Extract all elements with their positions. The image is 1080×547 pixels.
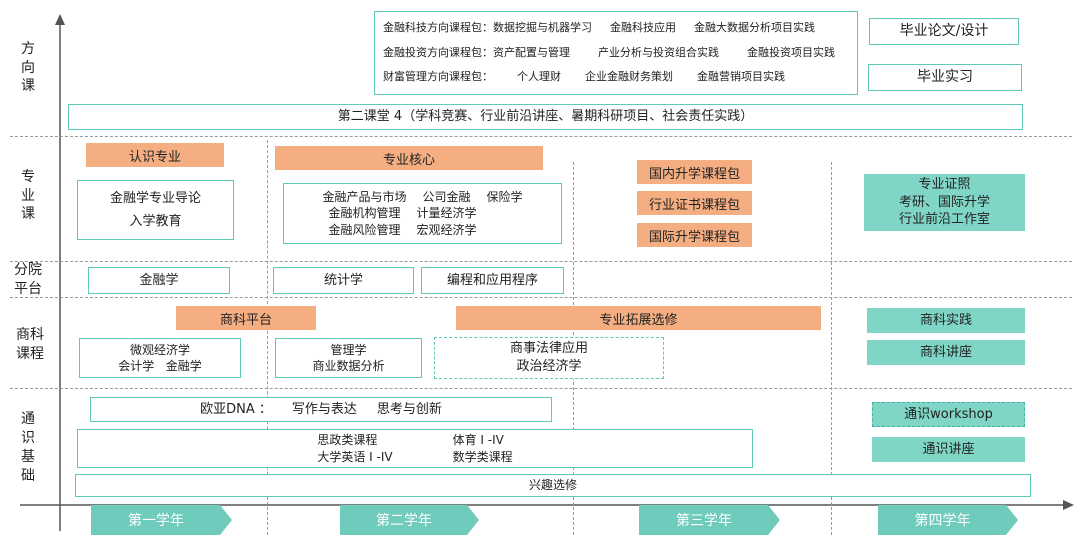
x-axis-arrow — [1063, 500, 1074, 510]
y-axis-arrow — [55, 14, 65, 25]
intro-header: 认识专业 — [86, 143, 224, 167]
intro-box: 金融学专业导论入学教育 — [77, 180, 234, 240]
row-label-direction: 方向课 — [21, 40, 35, 95]
divider-business-general — [10, 388, 1072, 389]
package-certificate: 行业证书课程包 — [637, 191, 752, 215]
interest-elective-box: 兴趣选修 — [75, 474, 1031, 497]
divider-year1-year2 — [267, 140, 268, 535]
second-classroom-box: 第二课堂 4（学科竞赛、行业前沿讲座、暑期科研项目、社会责任实践） — [68, 104, 1023, 130]
row-label-general: 通识基础 — [21, 411, 35, 484]
elective-box: 商事法律应用政治经济学 — [434, 337, 664, 379]
thesis-box: 毕业论文/设计 — [869, 18, 1019, 45]
general-workshop: 通识workshop — [872, 402, 1025, 427]
platform-programming: 编程和应用程序 — [421, 267, 564, 294]
year-arrows — [91, 505, 1018, 535]
package-international: 国际升学课程包 — [637, 223, 752, 247]
year-arrow-1 — [91, 505, 232, 535]
general-lecture: 通识讲座 — [872, 437, 1025, 462]
year-arrow-2 — [340, 505, 479, 535]
platform-finance: 金融学 — [88, 267, 230, 294]
row-label-platform: 分院平台 — [14, 262, 42, 297]
business-practice: 商科实践 — [867, 308, 1025, 333]
year-2-label: 第二学年 — [376, 513, 432, 529]
direction-packages-box: 金融科技方向课程包： 数据挖掘与机器学习 金融科技应用 金融大数据分析项目实践 … — [374, 11, 858, 95]
business-y1-box: 微观经济学 会计学 金融学 — [79, 338, 241, 378]
business-lecture: 商科讲座 — [867, 340, 1025, 365]
cert-box: 专业证照考研、国际升学行业前沿工作室 — [864, 174, 1025, 231]
package-wealth: 财富管理方向课程包： 个人理财 企业金融财务策划 金融营销项目实践 — [383, 70, 785, 84]
core-box: 金融产品与市场公司金融保险学 金融机构管理计量经济学 金融风险管理宏观经济学 — [283, 183, 562, 244]
year-4-label: 第四学年 — [914, 513, 971, 529]
divider-platform-business — [10, 297, 1072, 298]
business-y2-box: 管理学商业数据分析 — [275, 338, 422, 378]
year-3-label: 第三学年 — [676, 513, 732, 529]
row-label-business: 商科课程 — [16, 327, 44, 362]
year-arrow-4 — [878, 505, 1018, 535]
elective-header: 专业拓展选修 — [456, 306, 821, 330]
year-arrow-3 — [639, 505, 780, 535]
divider-major-platform — [10, 261, 1072, 262]
divider-direction-major — [10, 136, 1072, 137]
platform-statistics: 统计学 — [273, 267, 414, 294]
dna-box: 欧亚DNA ：写作与表达思考与创新 — [90, 397, 552, 422]
business-platform-header: 商科平台 — [176, 306, 316, 330]
row-label-major: 专业课 — [21, 168, 35, 223]
core-header: 专业核心 — [275, 146, 543, 170]
year-1-label: 第一学年 — [128, 513, 184, 529]
divider-year3-year4 — [831, 162, 832, 535]
internship-box: 毕业实习 — [868, 64, 1022, 91]
package-investment: 金融投资方向课程包： 资产配置与管理 产业分析与投资组合实践 金融投资项目实践 — [383, 45, 835, 59]
package-fintech: 金融科技方向课程包： 数据挖掘与机器学习 金融科技应用 金融大数据分析项目实践 — [383, 20, 815, 34]
package-domestic: 国内升学课程包 — [637, 160, 752, 184]
